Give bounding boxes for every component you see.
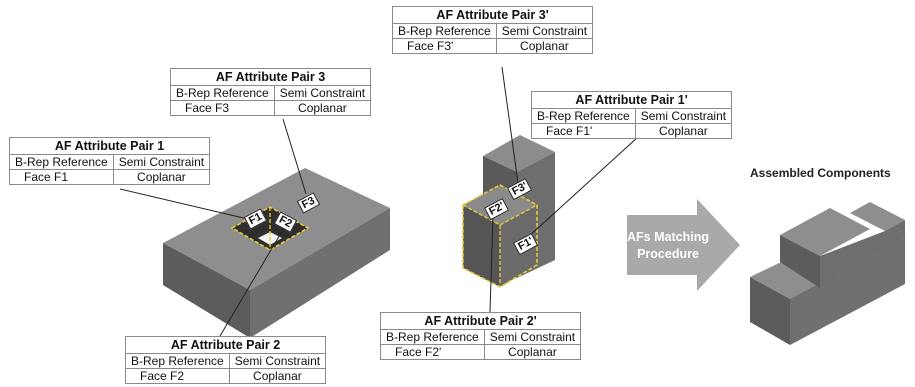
leader-f2 — [219, 227, 285, 337]
col-header-constraint: Semi Constraint — [228, 353, 327, 369]
matching-arrow-label: AFs Matching Procedure — [627, 229, 709, 263]
assembled-components — [750, 202, 905, 345]
matching-arrow-line1: AFs Matching — [627, 230, 709, 244]
col-header-brep: B-Rep Reference — [9, 154, 114, 170]
matching-arrow — [627, 199, 740, 291]
asm-upper-right — [820, 220, 905, 288]
face-reference: Face F1' — [531, 123, 636, 139]
leader-f1p — [526, 136, 639, 239]
boss-front-face — [463, 205, 500, 287]
part1-left-face — [163, 243, 250, 338]
col-header-constraint: Semi Constraint — [634, 108, 733, 124]
face-reference: Face F2 — [125, 368, 230, 384]
col-header-brep: B-Rep Reference — [392, 23, 497, 39]
part-with-boss — [462, 135, 555, 288]
asm-base-left — [750, 277, 790, 345]
af-table-title: AF Attribute Pair 3 — [169, 68, 372, 86]
constraint-value: Coplanar — [483, 344, 582, 360]
col-header-brep: B-Rep Reference — [531, 108, 636, 124]
part1-right-face — [250, 208, 390, 338]
matching-arrow-line2: Procedure — [637, 247, 699, 261]
face-reference: Face F1 — [9, 169, 114, 185]
constraint-value: Coplanar — [634, 123, 733, 139]
af-table-title: AF Attribute Pair 2 — [124, 336, 327, 354]
leader-f2p — [489, 215, 494, 313]
boss-highlight — [462, 184, 538, 288]
part-with-pocket — [163, 168, 390, 338]
face-reference: Face F3 — [170, 100, 275, 116]
face-reference: Face F2' — [380, 344, 485, 360]
col-header-constraint: Semi Constraint — [273, 85, 372, 101]
af-table-title: AF Attribute Pair 1' — [530, 91, 733, 109]
col-header-brep: B-Rep Reference — [380, 329, 485, 345]
col-header-constraint: Semi Constraint — [112, 154, 211, 170]
asm-base-right — [790, 238, 905, 345]
af-table-title: AF Attribute Pair 3' — [391, 6, 594, 24]
pocket-highlight — [230, 206, 310, 251]
leader-f1 — [119, 188, 253, 221]
assembled-components-label: Assembled Components — [750, 166, 891, 180]
asm-boss-left — [780, 235, 820, 288]
af-table-title: AF Attribute Pair 2' — [379, 312, 582, 330]
constraint-value: Coplanar — [273, 100, 372, 116]
asm-upper-top — [850, 202, 905, 231]
col-header-brep: B-Rep Reference — [170, 85, 275, 101]
leader-f3 — [282, 118, 307, 195]
col-header-constraint: Semi Constraint — [495, 23, 594, 39]
leader-lines — [119, 66, 639, 337]
leader-f3p — [501, 66, 519, 184]
asm-boss-top — [780, 208, 870, 256]
col-header-constraint: Semi Constraint — [483, 329, 582, 345]
col-header-brep: B-Rep Reference — [125, 353, 230, 369]
face-reference: Face F3' — [392, 38, 497, 54]
part2-back-top — [483, 135, 555, 172]
constraint-value: Coplanar — [112, 169, 211, 185]
constraint-value: Coplanar — [228, 368, 327, 384]
af-table-title: AF Attribute Pair 1 — [8, 137, 211, 155]
constraint-value: Coplanar — [495, 38, 594, 54]
